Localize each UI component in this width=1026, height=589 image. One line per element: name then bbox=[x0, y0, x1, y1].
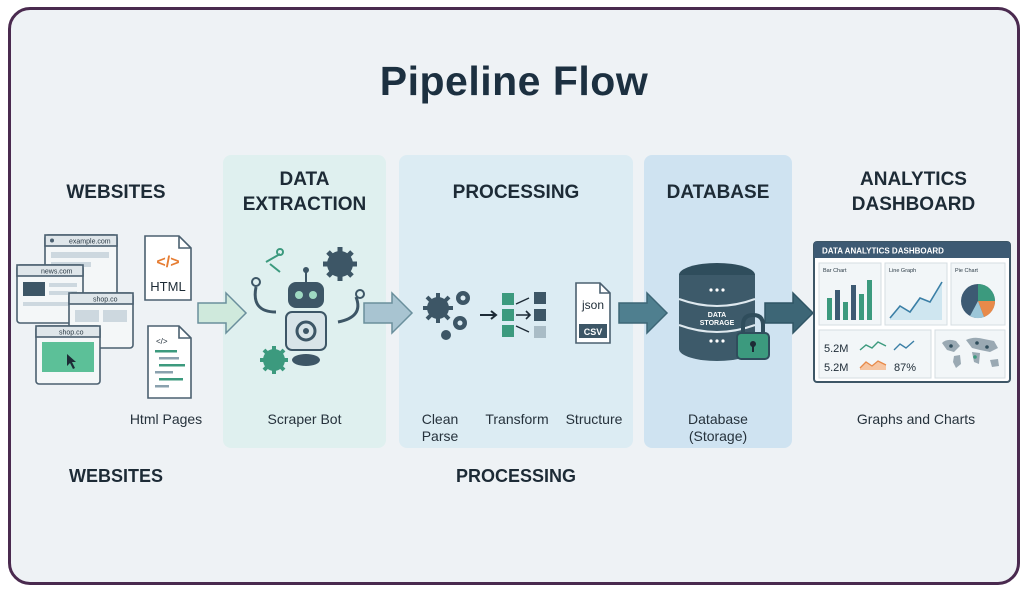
line-graph-label: Line Graph bbox=[889, 268, 916, 274]
flow-arrow-3 bbox=[618, 291, 669, 335]
mini-bar-chart bbox=[827, 280, 872, 320]
csv-label: CSV bbox=[584, 327, 603, 337]
processing-footer-label: PROCESSING bbox=[455, 466, 577, 486]
html-document-icon: </> HTML bbox=[144, 235, 192, 301]
analytics-dashboard-illustration: DATA ANALYTICS DASHBOARD Bar Chart Line … bbox=[813, 241, 1011, 383]
page-label-shop2: shop.co bbox=[59, 330, 84, 337]
processing-heading: PROCESSING bbox=[452, 182, 580, 203]
pie-chart-label: Pie Chart bbox=[955, 268, 978, 274]
sparkline-1 bbox=[859, 341, 887, 351]
transform-flow-icon bbox=[502, 292, 546, 338]
extraction-heading-line2: EXTRACTION bbox=[242, 194, 367, 215]
clean-parse-caption: Clean Parse bbox=[405, 411, 475, 445]
processing-illustration: json CSV bbox=[423, 282, 611, 344]
mini-pie-chart bbox=[961, 284, 996, 319]
browser-window-news: news.com bbox=[16, 264, 84, 324]
database-caption: Database (Storage) bbox=[644, 411, 792, 445]
database-caption-line1: Database bbox=[688, 411, 748, 427]
lock-icon bbox=[736, 312, 770, 360]
robot-body-icon bbox=[285, 311, 327, 366]
extraction-caption: Scraper Bot bbox=[267, 411, 342, 427]
bot-arm-right bbox=[337, 296, 360, 324]
clean-caption-line1: Clean bbox=[421, 411, 459, 427]
mini-line-graph bbox=[889, 281, 943, 320]
structure-caption: Structure bbox=[565, 411, 623, 427]
extraction-heading-line1: DATA bbox=[279, 169, 330, 190]
extraction-heading: DATA EXTRACTION bbox=[223, 167, 386, 217]
json-csv-file-icon: json CSV bbox=[575, 282, 611, 344]
database-illustration: DATA STORAGE bbox=[678, 263, 770, 361]
websites-heading: WEBSITES bbox=[66, 182, 166, 203]
database-caption-line2: (Storage) bbox=[688, 428, 748, 444]
page-label-example: example.com bbox=[69, 239, 111, 246]
cursor-icon bbox=[67, 354, 76, 369]
json-label: json bbox=[581, 298, 604, 312]
page-title: Pipeline Flow bbox=[379, 58, 649, 104]
code-document-icon: </> bbox=[147, 325, 192, 399]
bot-gear-icon bbox=[323, 247, 357, 281]
process-arrow-icon bbox=[480, 310, 498, 320]
bar-chart-label: Bar Chart bbox=[823, 268, 847, 274]
world-map-icon bbox=[942, 337, 999, 368]
transform-caption: Transform bbox=[485, 411, 549, 427]
db-label-line1: DATA bbox=[708, 312, 726, 319]
dashboard-stat-2: 5.2M bbox=[824, 362, 848, 374]
database-heading: DATABASE bbox=[666, 182, 770, 203]
html-documents-illustration: </> HTML </> bbox=[144, 235, 192, 399]
bot-arm-left bbox=[253, 286, 277, 314]
processing-gears-icon bbox=[423, 291, 470, 340]
sparkline-3 bbox=[893, 340, 915, 351]
analytics-heading-line2: DASHBOARD bbox=[851, 194, 976, 215]
websites-footer-label: WEBSITES bbox=[68, 466, 163, 486]
browser-window-shop-front: shop.co bbox=[35, 325, 101, 385]
db-label-line2: STORAGE bbox=[700, 320, 735, 327]
html-doc-label: HTML bbox=[150, 279, 185, 294]
dashboard-stat-1: 5.2M bbox=[824, 343, 848, 355]
analytics-caption: Graphs and Charts bbox=[856, 411, 976, 427]
flow-arrow-2 bbox=[363, 291, 414, 335]
analytics-heading: ANALYTICS DASHBOARD bbox=[811, 167, 1016, 217]
diagram-frame: Pipeline Flow WEBSITES DATA EXTRACTION P… bbox=[8, 7, 1020, 585]
website-pages-illustration: example.com news.com shop.co shop.co bbox=[16, 234, 134, 385]
page-label-shop1: shop.co bbox=[93, 297, 118, 304]
scraper-bot-illustration bbox=[251, 247, 365, 374]
code-glyph: </> bbox=[156, 337, 168, 346]
robot-head-icon bbox=[288, 267, 324, 308]
analytics-heading-line1: ANALYTICS bbox=[860, 169, 967, 190]
html-glyph: </> bbox=[156, 254, 179, 271]
websites-caption: Html Pages bbox=[129, 411, 203, 427]
clean-caption-line2: Parse bbox=[421, 428, 459, 444]
page-label-news: news.com bbox=[41, 269, 73, 276]
flow-arrow-4 bbox=[764, 291, 815, 335]
dashboard-stat-3: 87% bbox=[894, 362, 916, 374]
flow-arrow-1 bbox=[197, 291, 248, 335]
dashboard-header-label: DATA ANALYTICS DASHBOARD bbox=[822, 247, 944, 256]
bot-gear-icon-small bbox=[260, 346, 288, 374]
dashboard-header-bar bbox=[814, 242, 1010, 258]
